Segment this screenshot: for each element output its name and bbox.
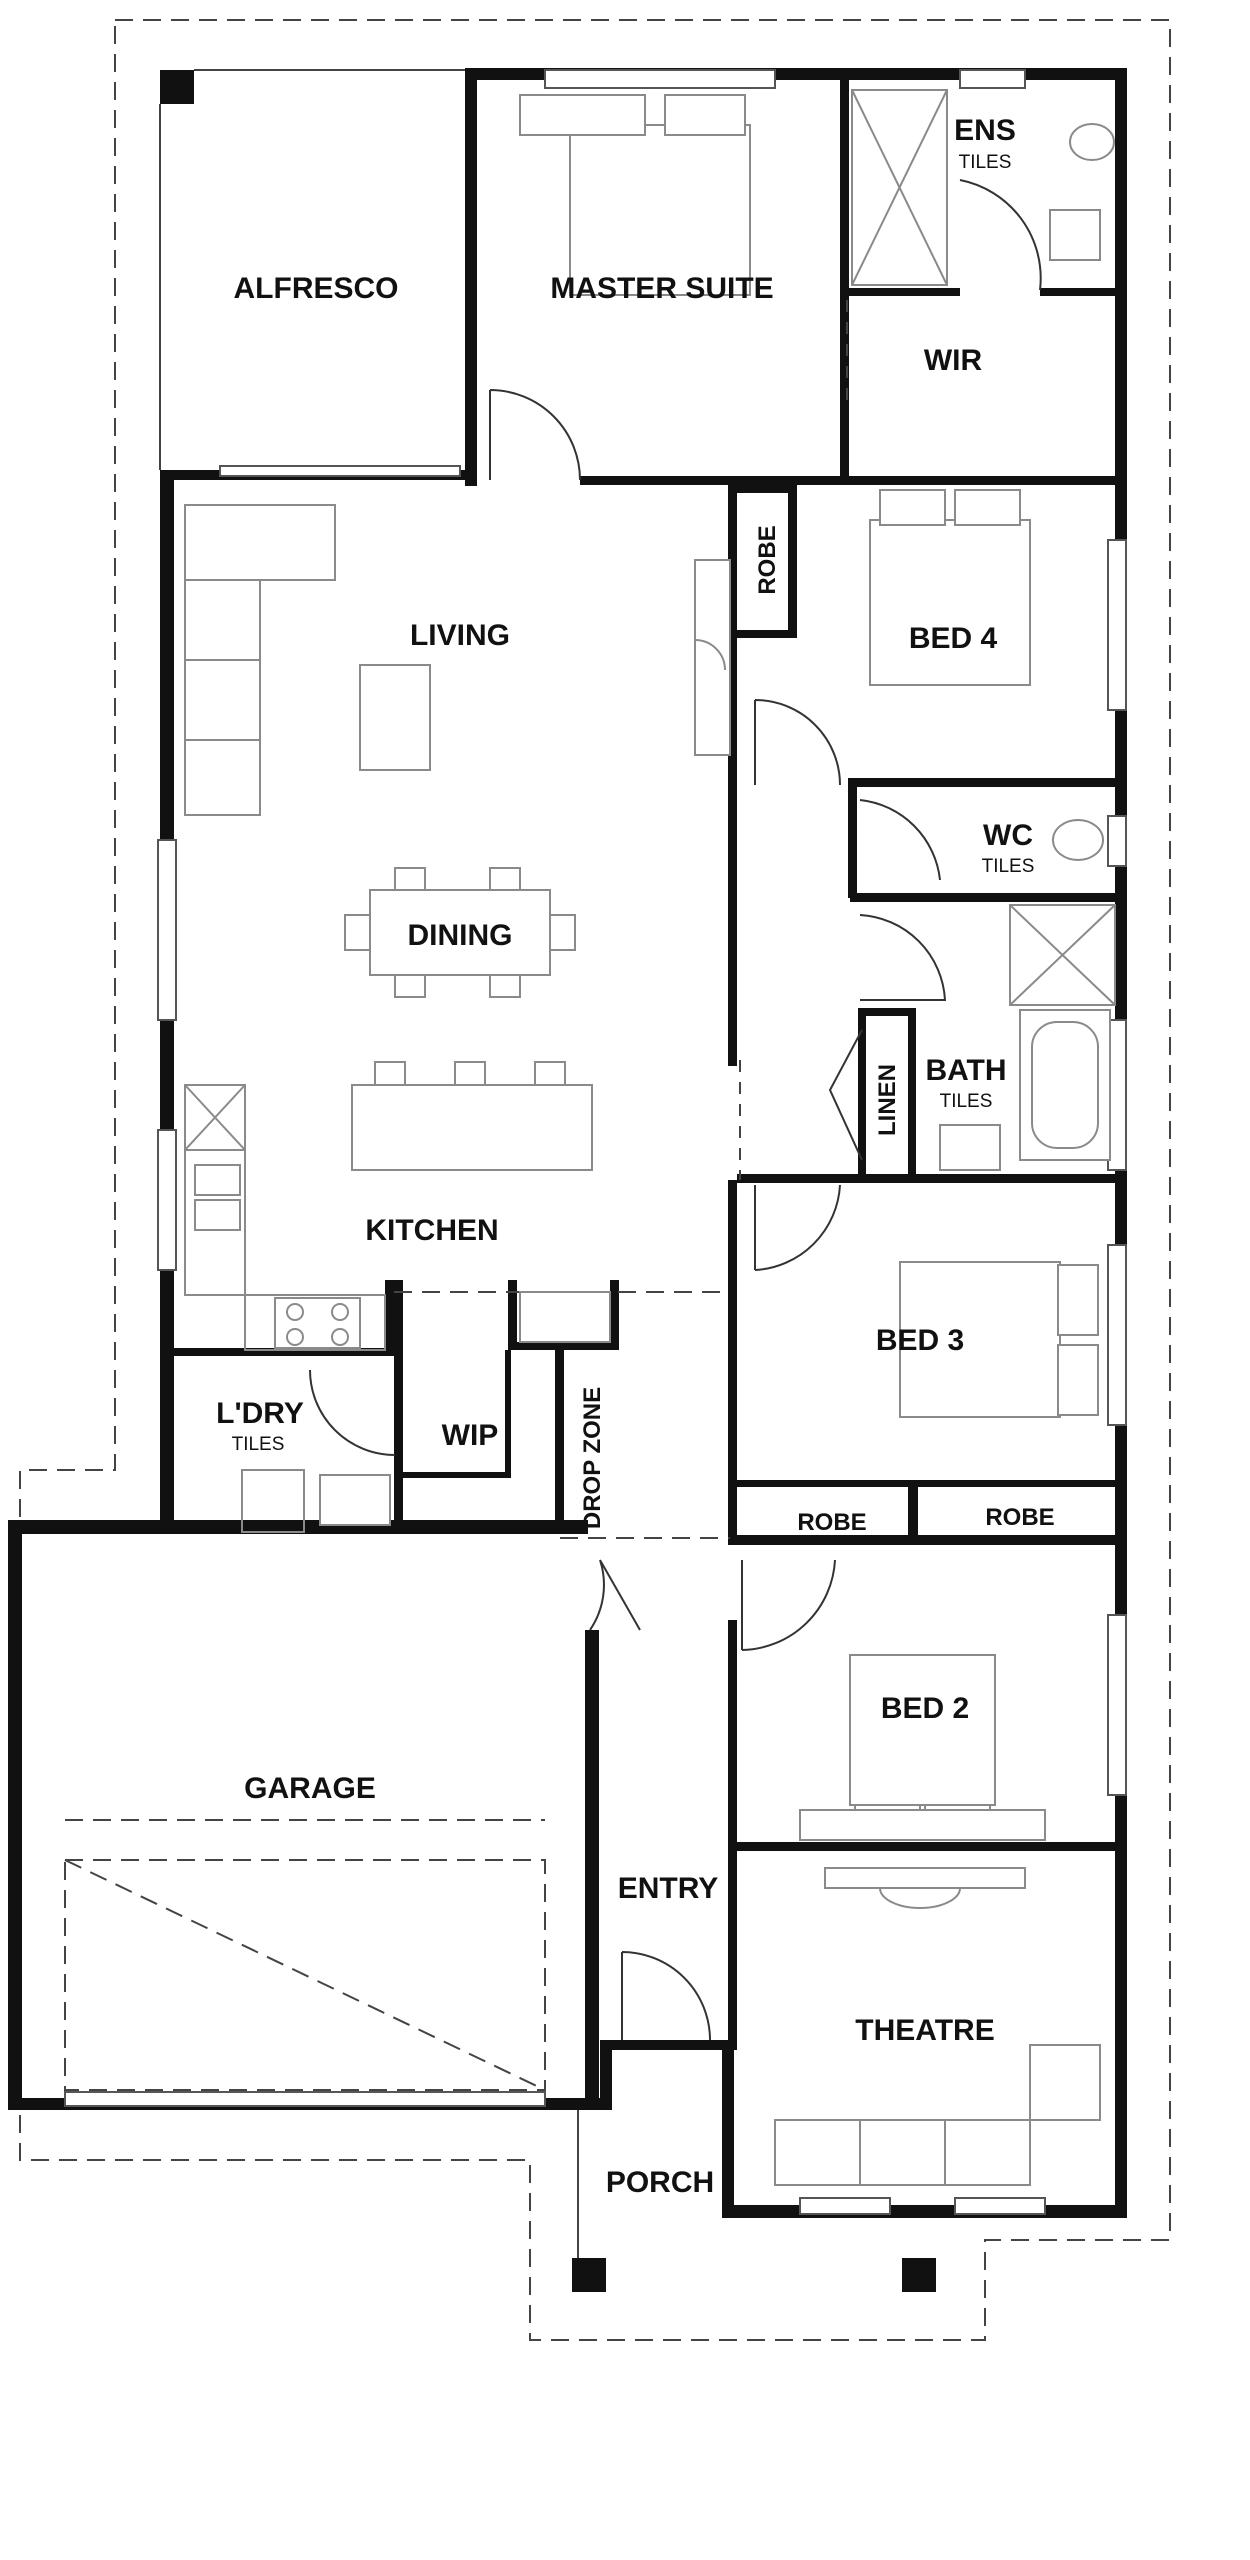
bed2-label: BED 2 [881, 1692, 969, 1725]
bath-label: BATH [925, 1054, 1006, 1087]
porch-label: PORCH [606, 2166, 714, 2199]
bed4-label: BED 4 [909, 622, 998, 655]
dining-label: DINING [408, 919, 513, 952]
bath-tiles-label: TILES [940, 1091, 993, 1112]
alfresco-label: ALFRESCO [234, 272, 399, 305]
internal-walls [174, 80, 1125, 2050]
laundry-tiles-label: TILES [232, 1434, 285, 1455]
doors [309, 179, 1042, 2041]
kitchen-label: KITCHEN [365, 1214, 498, 1247]
porch-pillar-right [902, 2258, 936, 2292]
theatre-label: THEATRE [855, 2014, 994, 2047]
robe-right-label: ROBE [985, 1504, 1054, 1531]
site-boundary [19, 19, 1171, 2341]
wc-label: WC [983, 819, 1033, 852]
porch-pillar-left [572, 2258, 606, 2292]
robe-vertical-label: ROBE [754, 525, 781, 594]
alfresco-pillar [160, 70, 194, 104]
drop-zone-label: DROP ZONE [579, 1387, 606, 1529]
laundry-label: L'DRY [216, 1397, 304, 1430]
wir-label: WIR [924, 344, 983, 377]
garage-label: GARAGE [244, 1772, 376, 1805]
linen-label: LINEN [874, 1064, 901, 1136]
living-label: LIVING [410, 619, 510, 652]
ens-tiles-label: TILES [959, 152, 1012, 173]
master-suite-label: MASTER SUITE [550, 272, 773, 305]
ens-label: ENS [954, 114, 1016, 147]
wip-label: WIP [442, 1419, 499, 1452]
entry-label: ENTRY [618, 1872, 719, 1905]
wc-tiles-label: TILES [982, 856, 1035, 877]
bed3-label: BED 3 [876, 1324, 964, 1357]
robe-left-label: ROBE [797, 1509, 866, 1536]
furniture [184, 89, 1116, 2186]
